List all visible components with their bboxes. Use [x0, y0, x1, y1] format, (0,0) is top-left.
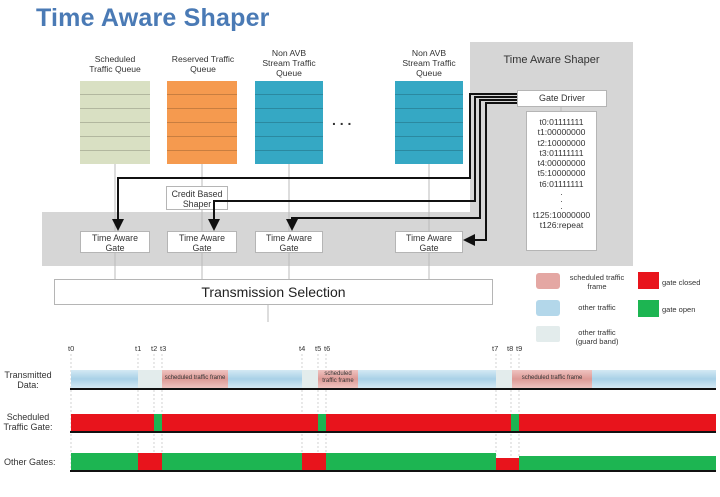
scheduled-gate-row: [70, 414, 716, 433]
legend-scheduled-swatch: [536, 273, 560, 289]
queue-ellipsis: . . .: [332, 112, 352, 128]
tick-t0: t0: [68, 344, 75, 353]
shaper-panel-title: Time Aware Shaper: [503, 54, 600, 66]
non-avb-queue-2: [395, 81, 463, 164]
tick-t7: t7: [492, 344, 499, 353]
gate-driver-box: Gate Driver: [517, 90, 607, 107]
legend-guard-label: other traffic(guard band): [575, 328, 619, 346]
page-title: Time Aware Shaper: [36, 4, 270, 32]
tick-t3: t3: [160, 344, 167, 353]
tick-t5: t5: [315, 344, 322, 353]
row-label-other-gates: Other Gates:: [4, 457, 56, 467]
tick-t4: t4: [299, 344, 306, 353]
frame-label-1: scheduled traffic frame: [164, 375, 226, 381]
reserved-traffic-queue: [167, 81, 237, 164]
tick-t8: t8: [507, 344, 514, 353]
legend-open-label: gate open: [662, 305, 696, 314]
tick-t6: t6: [324, 344, 331, 353]
tick-t1: t1: [135, 344, 142, 353]
legend-closed-swatch: [638, 272, 659, 289]
scheduled-traffic-queue: [80, 81, 150, 164]
non-avb-queue-1: [255, 81, 323, 164]
transmission-selection-box: Transmission Selection: [54, 279, 493, 305]
legend-closed-label: gate closed: [662, 278, 701, 287]
legend-open-swatch: [638, 300, 659, 317]
frame-label-3: scheduled traffic frame: [521, 375, 583, 381]
legend-other-swatch: [536, 300, 560, 316]
legend-other-label: other traffic: [578, 303, 616, 312]
tick-t2: t2: [151, 344, 158, 353]
transmitted-data-row: [70, 370, 716, 390]
tick-t9: t9: [516, 344, 523, 353]
other-gates-row: [70, 453, 716, 472]
legend-guard-swatch: [536, 326, 560, 342]
